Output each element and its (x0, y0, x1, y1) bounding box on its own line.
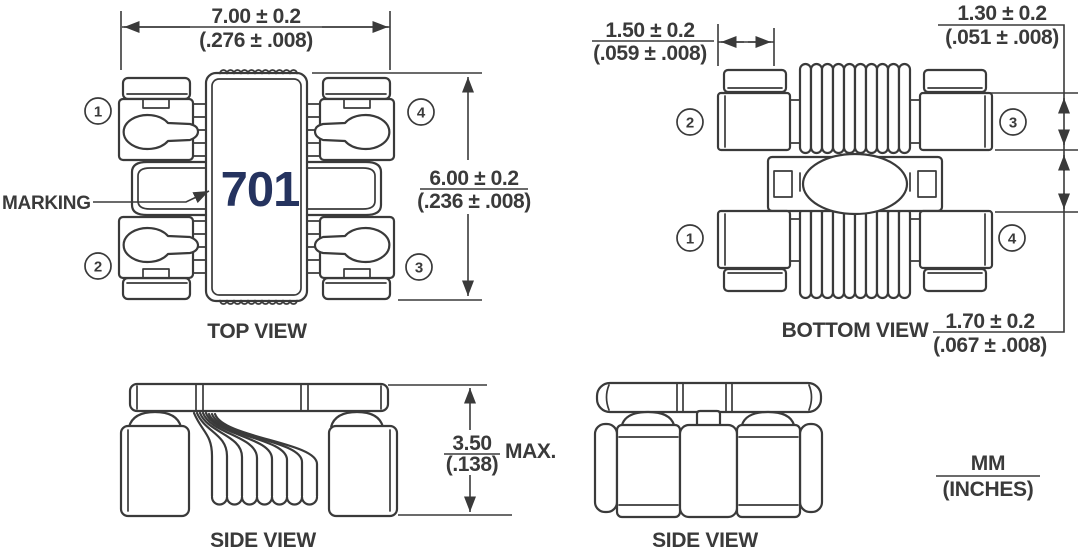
pin-number: 4 (1008, 231, 1017, 248)
units-legend: MM (INCHES) (936, 452, 1040, 501)
side-view-end: SIDE VIEW (593, 381, 824, 549)
body-scallop-bottom (219, 299, 298, 305)
core-window-ellipse (801, 152, 909, 216)
dim-max-height: 3.50 (.138) MAX. (388, 384, 556, 516)
dim-height-mm: 6.00 ± 0.2 (429, 167, 518, 190)
end-cap-right (798, 422, 824, 514)
terminal-right (327, 410, 399, 518)
center-core-column (678, 409, 739, 519)
dim-pad-length-inches: (.051 ± .008) (945, 26, 1059, 49)
bottom-view-label: BOTTOM VIEW (782, 319, 929, 342)
pin-marker-bottom-left: 2 (84, 252, 112, 280)
waist-left (130, 160, 208, 217)
body-scallop-top (219, 69, 298, 75)
pad-lead-stubs (789, 99, 921, 262)
dim-width-inches: (.276 ± .008) (199, 29, 313, 52)
coil-winding (192, 411, 319, 506)
dim-pad-gap-inches: (.067 ± .008) (933, 334, 1047, 357)
units-mm-label: MM (971, 452, 1005, 475)
marking-label: MARKING (2, 193, 91, 214)
pin-marker-bottom-left: 1 (676, 224, 704, 252)
side-view-front-label: SIDE VIEW (210, 529, 316, 549)
pad-1 (716, 209, 792, 293)
ferrite-top-plate (128, 382, 390, 413)
pin-number: 1 (686, 231, 694, 248)
dim-height-inches: (.236 ± .008) (417, 190, 531, 213)
dim-pad-width-mm: 1.50 ± 0.2 (605, 19, 694, 42)
pin-marker-top-right: 3 (999, 108, 1027, 136)
top-view: 1 2 4 3 MARKING 701 7.00 ± 0.2 (.276 ± . (2, 5, 531, 343)
side-view-front: 3.50 (.138) MAX. SIDE VIEW (119, 382, 556, 549)
dim-pad-width-inches: (.059 ± .008) (593, 42, 707, 65)
waist-right (305, 160, 383, 217)
terminal-right (735, 410, 802, 519)
pin-number: 3 (1009, 115, 1017, 132)
pin-number: 3 (415, 260, 423, 277)
pin-marker-top-left: 1 (84, 97, 112, 125)
top-view-label: TOP VIEW (207, 320, 307, 343)
dim-max-suffix: MAX. (505, 440, 556, 463)
coil-winding-top (798, 62, 912, 155)
core-center-band (766, 152, 944, 216)
terminal-2 (117, 215, 208, 301)
terminal-left (615, 410, 682, 519)
terminal-3 (305, 215, 396, 301)
bottom-view: 2 3 1 4 1.50 ± 0.2 (.059 ± .008) (592, 2, 1078, 357)
dim-pad-length-mm: 1.30 ± 0.2 (957, 2, 1046, 25)
units-inches-label: (INCHES) (943, 478, 1034, 501)
terminal-4 (305, 76, 396, 162)
ferrite-top-plate (595, 381, 823, 414)
marking-callout: MARKING 701 (2, 163, 300, 217)
pin-marker-bottom-right: 4 (998, 224, 1026, 252)
dim-width-mm: 7.00 ± 0.2 (211, 5, 300, 28)
top-view-body (204, 69, 309, 305)
side-view-end-label: SIDE VIEW (652, 529, 758, 549)
terminal-left (119, 410, 191, 518)
terminal-1 (117, 76, 208, 162)
dim-pad-width: 1.50 ± 0.2 (.059 ± .008) (592, 19, 775, 66)
pin-marker-top-left: 2 (676, 108, 704, 136)
marking-value: 701 (221, 163, 300, 217)
coil-winding-bottom (798, 206, 912, 300)
dim-max-height-mm: 3.50 (452, 432, 491, 455)
dim-top-height: 6.00 ± 0.2 (.236 ± .008) (312, 72, 531, 301)
dim-pad-gap-mm: 1.70 ± 0.2 (945, 310, 1034, 333)
dim-top-width: 7.00 ± 0.2 (.276 ± .008) (120, 5, 391, 70)
pad-3 (918, 68, 994, 152)
marking-leader-arrow (93, 190, 210, 204)
pad-2 (716, 68, 792, 152)
pad-4 (918, 209, 994, 293)
pin-marker-bottom-right: 3 (405, 253, 433, 281)
pin-marker-top-right: 4 (407, 98, 435, 126)
dim-pad-length-and-gap: 1.30 ± 0.2 (.051 ± .008) 1.70 ± 0.2 (.06… (933, 2, 1078, 357)
dim-max-height-inches: (.138) (446, 453, 498, 476)
pin-number: 2 (94, 259, 102, 276)
pin-number: 4 (417, 105, 426, 122)
end-cap-left (593, 422, 619, 514)
pin-number: 1 (94, 104, 102, 121)
pin-number: 2 (686, 115, 694, 132)
